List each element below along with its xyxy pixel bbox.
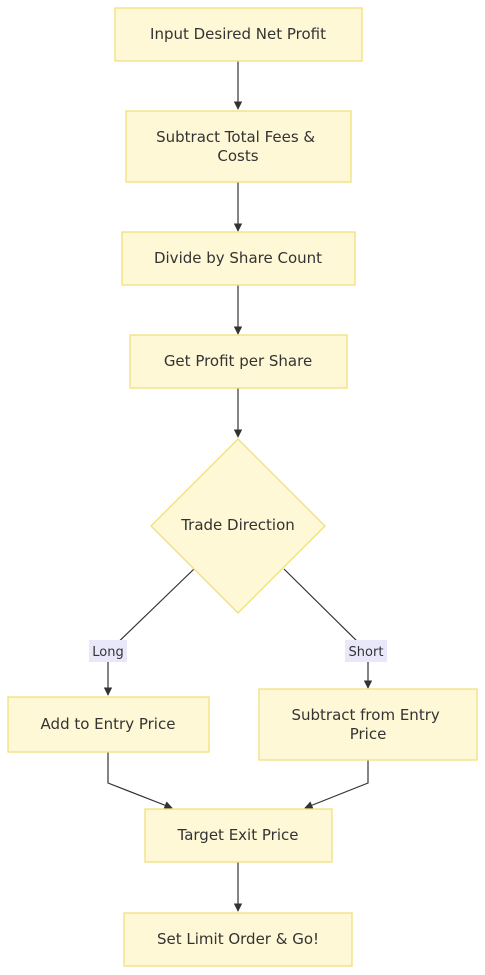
edge-label-short: Short (345, 640, 387, 662)
node-subtract-from-entry: Subtract from Entry Price (258, 688, 478, 761)
node-add-to-entry: Add to Entry Price (7, 696, 210, 753)
node-input-net-profit-label: Input Desired Net Profit (150, 25, 326, 43)
node-set-limit-order: Set Limit Order & Go! (123, 912, 353, 967)
node-trade-direction-label: Trade Direction (180, 516, 295, 534)
node-profit-per-share-label: Get Profit per Share (164, 352, 312, 370)
node-profit-per-share: Get Profit per Share (129, 334, 348, 389)
node-input-net-profit: Input Desired Net Profit (114, 7, 363, 62)
node-subtract-fees: Subtract Total Fees & Costs (125, 110, 352, 183)
edge-label-short-text: Short (349, 645, 384, 660)
node-subtract-fees-line2: Costs (217, 147, 258, 165)
node-subtract-fees-line1: Subtract Total Fees & (156, 128, 315, 146)
node-subtract-from-entry-line1: Subtract from Entry (291, 706, 439, 724)
edge-label-long: Long (89, 640, 127, 662)
edge-add-to-target (107, 752, 173, 810)
node-subtract-from-entry-line2: Price (350, 725, 387, 743)
node-trade-direction: Trade Direction (150, 438, 326, 614)
edge-decision-to-subtract-short (283, 568, 373, 689)
node-subtract-from-entry-label: Subtract from Entry Price (291, 706, 444, 743)
edge-decision-to-add-long (103, 568, 195, 696)
edge-label-long-text: Long (92, 645, 123, 660)
node-set-limit-order-label: Set Limit Order & Go! (157, 930, 319, 948)
node-add-to-entry-label: Add to Entry Price (41, 715, 176, 733)
edge-subtract-to-target (304, 760, 369, 810)
node-subtract-fees-label: Subtract Total Fees & Costs (156, 128, 320, 165)
node-divide-share-count-label: Divide by Share Count (154, 249, 322, 267)
node-target-exit: Target Exit Price (144, 808, 333, 863)
node-divide-share-count: Divide by Share Count (121, 231, 356, 286)
node-target-exit-label: Target Exit Price (177, 826, 299, 844)
